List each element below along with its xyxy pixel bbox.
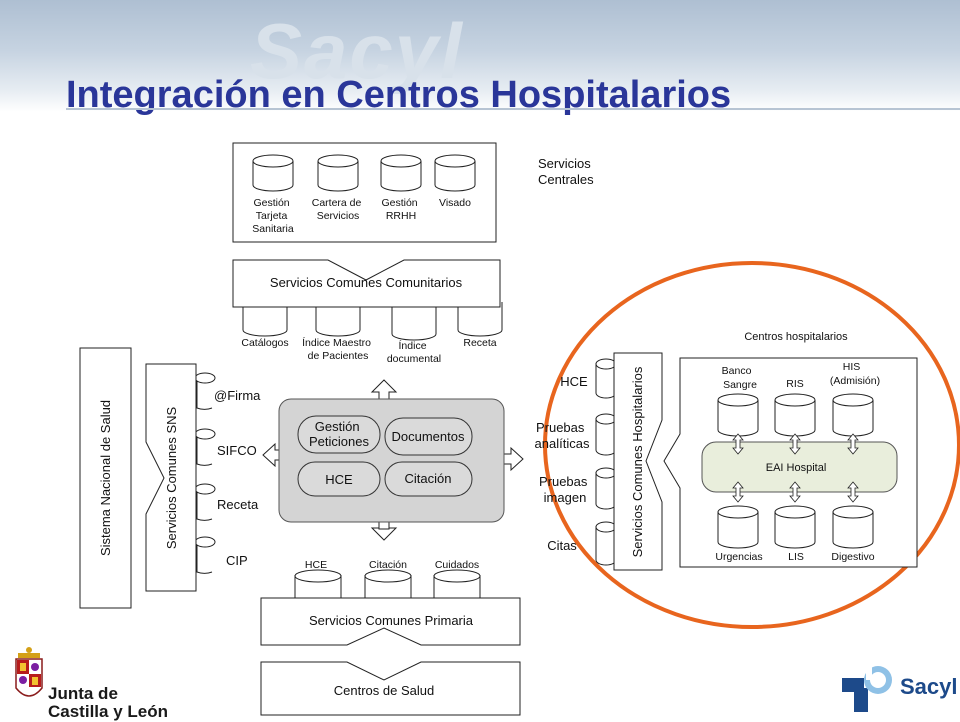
- svg-text:HCE: HCE: [305, 559, 327, 571]
- central-database-rrhh: Gestión RRHH: [380, 154, 422, 222]
- hospital-services-bar: [613, 352, 663, 571]
- hospital-database-ris: RIS: [774, 378, 816, 437]
- svg-text:Índice documental: Índice documental: [387, 339, 441, 365]
- sns-services-label: Servicios Comunes SNS: [164, 407, 179, 550]
- central-database-gestion-tarjeta: Gestión Tarjeta Sanitaria: [252, 154, 294, 235]
- svg-text:Digestivo: Digestivo: [831, 551, 874, 563]
- core-pill-documentos: Documentos: [384, 417, 473, 456]
- hospital-database-pruebas-imagen: Pruebas imagen: [539, 467, 617, 510]
- primaria-database-citacion: Citación: [364, 559, 412, 602]
- svg-text:Gestión RRHH: Gestión RRHH: [381, 197, 420, 222]
- community-database-catalogos: Catálogos: [241, 302, 289, 349]
- svg-text:RIS: RIS: [786, 378, 804, 390]
- coat-of-arms-icon: [15, 647, 43, 697]
- comunitarios-services-bar: [232, 259, 501, 308]
- eai-hospital-bus: [701, 441, 898, 493]
- primaria-services-label: Servicios Comunes Primaria: [309, 613, 474, 628]
- watermark-text: Sacyl: [250, 7, 464, 95]
- community-database-indice-documental: Índice documental: [387, 304, 441, 365]
- svg-text:Pruebas imagen: Pruebas imagen: [539, 474, 591, 505]
- community-database-receta: Receta: [457, 302, 503, 349]
- eai-connectors: [732, 433, 859, 503]
- core-pill-gestion-peticiones: Gestión Peticiones: [297, 415, 381, 454]
- core-pill-hce: HCE: [297, 461, 381, 497]
- comunitarios-services-label: Servicios Comunes Comunitarios: [270, 275, 463, 290]
- centros-salud-box: [260, 661, 521, 716]
- hospital-database-lis: LIS: [774, 505, 816, 563]
- junta-castilla-leon-logo: Junta de Castilla y León: [8, 642, 168, 721]
- sns-database-receta: Receta: [194, 483, 259, 521]
- svg-text:Cartera de Servicios: Cartera de Servicios: [312, 197, 365, 222]
- sns-column: [79, 347, 132, 609]
- header-banner: Sacyl: [0, 0, 960, 112]
- core-pill-citacion: Citación: [384, 461, 473, 497]
- svg-text:SIFCO: SIFCO: [217, 443, 257, 458]
- hospital-database-his: HIS (Admisión): [830, 361, 880, 437]
- hospital-highlight-ring: [543, 261, 960, 629]
- community-database-indice-maestro: Índice Maestro de Pacientes: [302, 302, 374, 362]
- hospital-database-digestivo: Digestivo: [831, 505, 875, 563]
- sns-database-firma: @Firma: [194, 372, 261, 410]
- primaria-services-bar: [260, 597, 521, 646]
- svg-text:Documentos: Documentos: [392, 429, 465, 444]
- svg-text:Citas: Citas: [547, 538, 577, 553]
- central-services-title: Servicios Centrales: [538, 156, 594, 187]
- junta-logo-line-2: Castilla y León: [48, 702, 168, 721]
- svg-text:Citación: Citación: [369, 559, 407, 571]
- hospital-services-label: Servicios Comunes Hospitalarios: [630, 366, 645, 557]
- svg-text:Visado: Visado: [439, 197, 471, 209]
- sacyl-wordmark: Sacyl: [900, 674, 958, 699]
- hospital-database-urgencias: Urgencias: [715, 505, 763, 563]
- svg-text:@Firma: @Firma: [214, 388, 261, 403]
- svg-text:Urgencias: Urgencias: [715, 551, 762, 563]
- central-database-cartera: Cartera de Servicios: [312, 154, 365, 222]
- svg-text:Receta: Receta: [463, 337, 496, 349]
- eai-hospital-label: EAI Hospital: [766, 462, 827, 474]
- svg-text:HIS (Admisión): HIS (Admisión): [830, 361, 880, 387]
- hospital-database-citas: Citas: [547, 521, 617, 566]
- sns-services-bar: [145, 363, 197, 592]
- central-database-visado: Visado: [434, 154, 476, 209]
- hospital-database-hce: HCE: [560, 358, 617, 399]
- svg-text:Gestión Peticiones: Gestión Peticiones: [309, 419, 369, 449]
- svg-text:Receta: Receta: [217, 497, 259, 512]
- sacyl-logo: Sacyl: [842, 654, 960, 718]
- svg-text:Índice Maestro de Pacien: Índice Maestro de Pacientes: [302, 336, 374, 362]
- title-underline: [66, 108, 960, 110]
- svg-text:LIS: LIS: [788, 551, 804, 563]
- sns-column-label: Sistema Nacional de Salud: [98, 400, 113, 556]
- hospital-database-pruebas-analiticas: Pruebas analíticas: [535, 413, 617, 456]
- sns-database-cip: CIP: [194, 536, 248, 574]
- sacyl-cross-icon: [842, 666, 892, 712]
- svg-text:Gestión Tarjeta Sa: Gestión Tarjeta Sanitaria: [252, 197, 294, 235]
- primaria-database-cuidados: Cuidados: [433, 559, 481, 602]
- hospital-database-banco-sangre: Banco Sangre: [717, 365, 759, 437]
- svg-text:HCE: HCE: [560, 374, 588, 389]
- arrow-core-to-comunitarios: [370, 379, 398, 402]
- svg-text:Pruebas analíticas: Pruebas analíticas: [535, 420, 590, 451]
- svg-text:HCE: HCE: [325, 472, 353, 487]
- svg-text:Banco Sangre: Banco Sangre: [722, 365, 757, 391]
- svg-text:Citación: Citación: [405, 471, 452, 486]
- svg-text:Catálogos: Catálogos: [241, 337, 288, 349]
- svg-text:Cuidados: Cuidados: [435, 559, 479, 571]
- primaria-database-hce: HCE: [294, 559, 342, 602]
- sns-database-sifco: SIFCO: [194, 428, 257, 466]
- hospital-region-title: Centros hospitalarios: [744, 331, 848, 343]
- svg-text:CIP: CIP: [226, 553, 248, 568]
- centros-salud-label: Centros de Salud: [334, 683, 434, 698]
- junta-logo-line-1: Junta de: [48, 684, 118, 703]
